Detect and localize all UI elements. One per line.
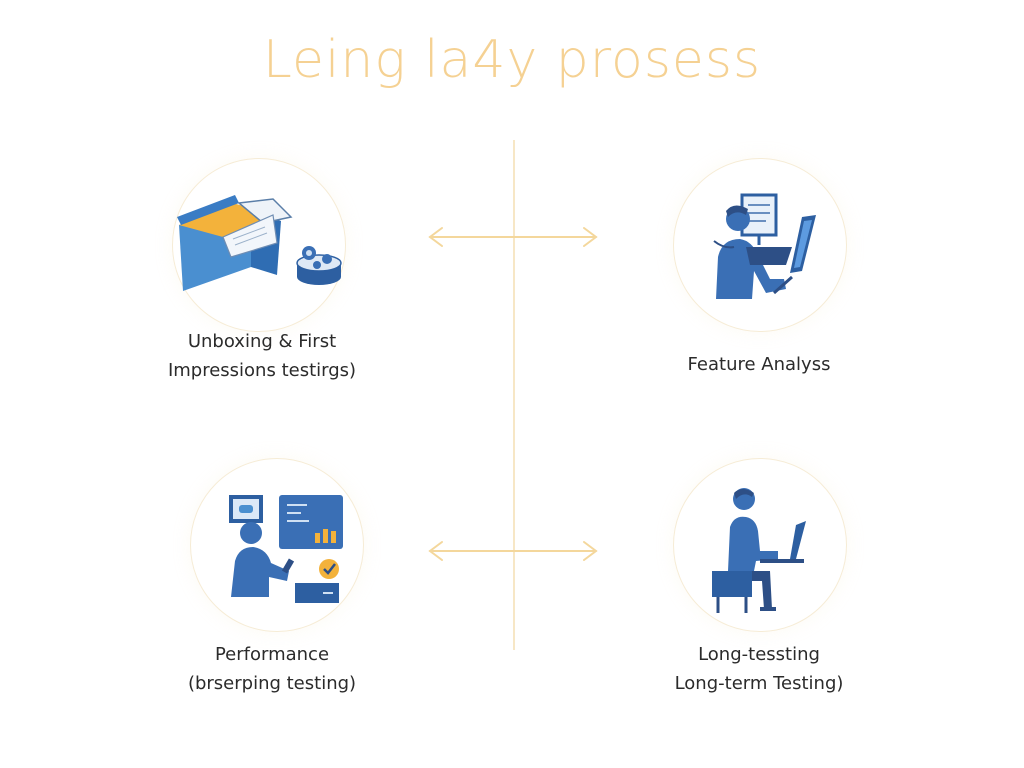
step-performance-label: Performance (brserping testing) (112, 640, 432, 698)
step-unboxing-subtitle: Impressions testirgs) (167, 360, 357, 381)
double-arrow-bottom (428, 541, 598, 561)
step-feature-title: Feature Analyss (687, 354, 831, 375)
step-longterm-label: Long-tessting Long-term Testing) (599, 640, 919, 698)
step-unboxing-label: Unboxing & First Impressions testirgs) (102, 327, 422, 385)
performance-dashboard-icon (229, 495, 343, 603)
step-feature-label: Feature Analyss (599, 350, 919, 379)
step-feature-circle (673, 158, 847, 332)
person-at-laptop-icon (712, 488, 806, 613)
diagram-title: Leing la4y prosess (262, 30, 762, 90)
step-performance-circle (190, 458, 364, 632)
step-performance-title: Performance (214, 644, 330, 665)
step-longterm-title: Long-tessting (698, 644, 820, 665)
open-box-icon (177, 195, 342, 291)
step-unboxing-circle (172, 158, 346, 332)
step-longterm-subtitle: Long-term Testing) (674, 673, 844, 694)
step-unboxing-title: Unboxing & First (187, 331, 337, 352)
person-at-monitor-icon (713, 193, 816, 299)
step-performance-subtitle: (brserping testing) (187, 673, 357, 694)
step-longterm-circle (673, 458, 847, 632)
double-arrow-top (428, 227, 598, 247)
